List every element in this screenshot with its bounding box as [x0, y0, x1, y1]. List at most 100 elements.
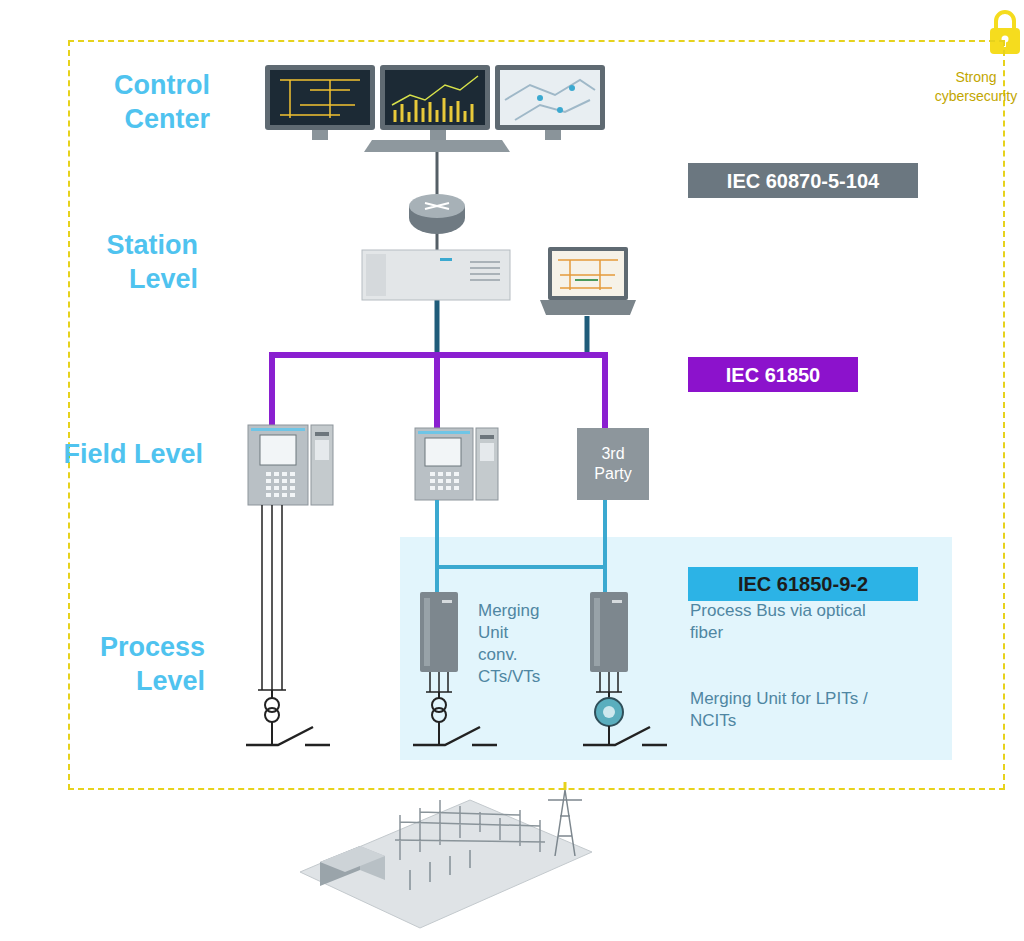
- current-transformer-symbol-part: [271, 690, 273, 698]
- hmi-laptop-part: [575, 279, 598, 281]
- process-bus-fiber-part: [437, 500, 605, 592]
- network-wiring-part: [436, 152, 439, 198]
- conventional-wiring: [258, 505, 286, 690]
- protection-relay-part: [476, 428, 498, 500]
- control-monitors-part: [557, 107, 563, 113]
- control-monitors-part: [280, 80, 360, 118]
- protection-relay-part: [418, 431, 470, 434]
- security-zone: Strong cybersecurityIEC 60870-5-104IEC 6…: [68, 40, 1005, 790]
- merging-unit-part: [442, 600, 452, 603]
- substation-picture-part: [300, 800, 592, 928]
- box-label: 3rd Party: [581, 444, 645, 484]
- protocol-tag: IEC 60870-5-104: [688, 163, 918, 198]
- protocol-tag: IEC 61850-9-2: [688, 567, 918, 601]
- station-server-part: [440, 258, 452, 261]
- hmi-laptop-part: [540, 300, 636, 315]
- current-transformer-symbol: [432, 692, 446, 745]
- protection-relay-part: [311, 425, 333, 505]
- merging-unit-part: [612, 600, 622, 603]
- substation-picture: [300, 782, 592, 928]
- protection-relay-part: [430, 474, 459, 488]
- protection-relay-part: [480, 435, 494, 439]
- box-label: IEC 61850: [726, 363, 821, 387]
- process-bus-band: Merging Unit conv. CTs/VTsProcess Bus vi…: [400, 537, 952, 760]
- protection-relay-part: [266, 474, 295, 495]
- control-monitors-part: [380, 65, 490, 130]
- protection-relay-part: [315, 440, 329, 460]
- router-symbol-part: [409, 194, 465, 218]
- current-transformer-symbol-part: [432, 708, 446, 722]
- bus-note: Process Bus via optical fiber: [690, 600, 890, 644]
- level-label: Process Level: [45, 630, 205, 698]
- merging-unit-part: [590, 592, 628, 672]
- protection-relay: [415, 428, 498, 500]
- lpit-sensor-symbol-part: [603, 706, 615, 718]
- protection-relay-part: [425, 438, 461, 466]
- protection-relay-part: [415, 428, 473, 500]
- control-monitors-part: [364, 140, 510, 152]
- breaker-symbol-part: [413, 727, 497, 745]
- protocol-tag: IEC 61850: [688, 357, 858, 392]
- lock-icon: [990, 12, 1020, 54]
- station-server-part: [366, 254, 386, 296]
- lock-icon-part: [996, 12, 1014, 29]
- network-wiring-part: [272, 355, 605, 428]
- breaker-symbol: [413, 727, 667, 745]
- merging-unit-part: [424, 598, 430, 666]
- substation-picture-part: [548, 790, 582, 856]
- breaker-symbol: [246, 727, 330, 745]
- merging-unit: [590, 592, 628, 672]
- control-monitors-part: [312, 130, 328, 140]
- box-label: IEC 61850-9-2: [738, 572, 868, 596]
- control-monitors-part: [392, 76, 478, 105]
- substation-picture-part: [410, 850, 470, 890]
- process-bus-fiber: [437, 500, 605, 592]
- control-monitors: [265, 65, 605, 152]
- control-monitors-part: [430, 130, 446, 140]
- control-monitors-part: [385, 70, 485, 125]
- protection-relay-part: [260, 435, 296, 465]
- current-transformer-symbol: [265, 690, 279, 745]
- third-party-device: 3rd Party: [577, 428, 649, 500]
- lpit-sensor-symbol: [595, 692, 623, 745]
- hmi-laptop-part: [558, 260, 618, 290]
- hmi-laptop-part: [552, 251, 624, 296]
- control-monitors-part: [545, 130, 561, 140]
- protection-relay-part: [248, 425, 308, 505]
- box-label: IEC 60870-5-104: [727, 169, 879, 193]
- protection-relay: [248, 425, 333, 505]
- control-monitors-part: [395, 98, 472, 122]
- protection-relay-part: [251, 428, 305, 431]
- current-transformer-symbol-part: [271, 722, 273, 745]
- router-symbol: [409, 194, 465, 234]
- zone-caption: Strong cybersecurity: [930, 68, 1022, 106]
- control-monitors-part: [500, 70, 600, 125]
- lpit-sensor-symbol-part: [595, 698, 623, 726]
- current-transformer-symbol-part: [438, 722, 440, 745]
- substation-picture-part: [320, 846, 385, 872]
- control-monitors-part: [505, 80, 595, 120]
- station-server-part: [470, 262, 500, 280]
- conventional-wiring-part: [258, 505, 286, 690]
- control-monitors-part: [569, 85, 575, 91]
- station-server: [362, 250, 510, 300]
- level-label: Control Center: [50, 68, 210, 136]
- control-monitors-part: [270, 70, 370, 125]
- lpit-sensor-symbol-part: [608, 726, 610, 745]
- breaker-symbol-part: [583, 727, 667, 745]
- control-monitors-part: [537, 95, 543, 101]
- level-label: Station Level: [38, 228, 198, 296]
- merging-unit-part: [594, 598, 600, 666]
- protection-relay-part: [480, 443, 494, 461]
- current-transformer-symbol-part: [265, 708, 279, 722]
- hmi-laptop-part: [548, 247, 628, 300]
- router-symbol-part: [425, 203, 449, 209]
- protection-relay-part: [315, 432, 329, 436]
- level-label: Field Level: [43, 437, 203, 471]
- hmi-laptop: [540, 247, 636, 315]
- merging-unit: [420, 592, 458, 672]
- control-monitors-part: [265, 65, 375, 130]
- device-note: Merging Unit for LPITs / NCITs: [690, 688, 890, 732]
